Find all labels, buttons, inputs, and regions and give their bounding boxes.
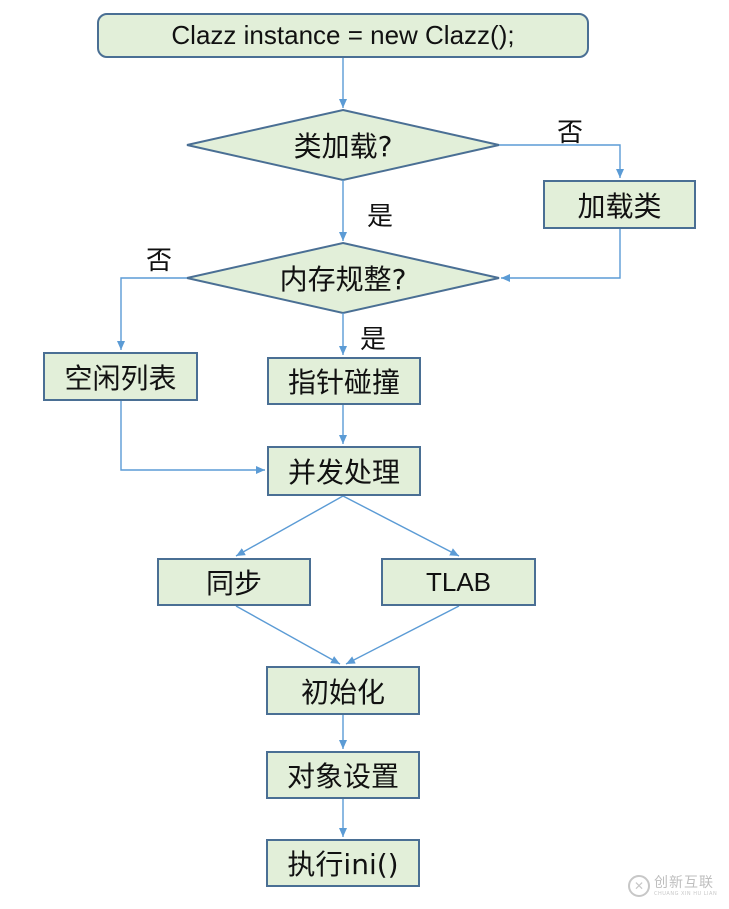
concurrency-handling-label: 并发处理: [287, 456, 400, 489]
class-loaded-question: 类加载?: [187, 120, 499, 170]
brand-logo-icon: ✕: [628, 875, 650, 897]
load-class-label: 加载类: [577, 189, 662, 223]
edge-synchronize-to-initialize: [235, 605, 341, 665]
start-node: Clazz instance = new Clazz();: [97, 13, 589, 58]
pointer-bump-label: 指针碰撞: [287, 366, 400, 399]
execute-init-label: 执行ini(): [287, 848, 399, 881]
free-list-label: 空闲列表: [64, 361, 177, 395]
edge-concurrency-to-tlab: [342, 495, 460, 557]
object-setup-node: 对象设置: [266, 751, 420, 799]
edge-class-loaded-no-to-load-class: [499, 144, 624, 178]
watermark-brand-cn: 创新互联: [654, 874, 714, 891]
class-loaded-no-label: 否: [557, 118, 584, 148]
edge-memory-regular-no-to-free-list: [117, 277, 187, 350]
start-node-label: Clazz instance = new Clazz();: [171, 20, 515, 50]
edge-concurrency-to-synchronize: [235, 495, 344, 557]
initialize-node: 初始化: [266, 666, 420, 715]
memory-regular-question: 内存规整?: [187, 253, 499, 303]
tlab-label: TLAB: [425, 566, 492, 597]
object-setup-label: 对象设置: [286, 760, 399, 793]
concurrency-handling-node: 并发处理: [267, 446, 421, 496]
execute-init-node: 执行ini(): [266, 839, 420, 887]
pointer-bump-node: 指针碰撞: [267, 357, 421, 405]
edge-free-list-to-concurrency: [120, 401, 265, 474]
class-loaded-question-label: 类加载?: [293, 130, 393, 163]
memory-regular-question-label: 内存规整?: [279, 263, 407, 296]
brand-watermark: ✕ 创新互联 CHUANG XIN HU LIAN: [628, 866, 726, 906]
class-loaded-yes-label: 是: [367, 202, 394, 232]
memory-regular-no-label: 否: [146, 246, 173, 276]
edge-tlab-to-initialize: [345, 605, 460, 665]
tlab-node: TLAB: [381, 558, 536, 606]
synchronize-label: 同步: [205, 567, 262, 600]
memory-regular-yes-label: 是: [360, 325, 387, 355]
initialize-label: 初始化: [300, 675, 385, 709]
watermark-brand-en: CHUANG XIN HU LIAN: [654, 890, 718, 897]
edge-load-class-to-memory-regular: [501, 229, 621, 282]
free-list-node: 空闲列表: [43, 352, 198, 401]
load-class-node: 加载类: [543, 180, 696, 229]
synchronize-node: 同步: [157, 558, 311, 606]
